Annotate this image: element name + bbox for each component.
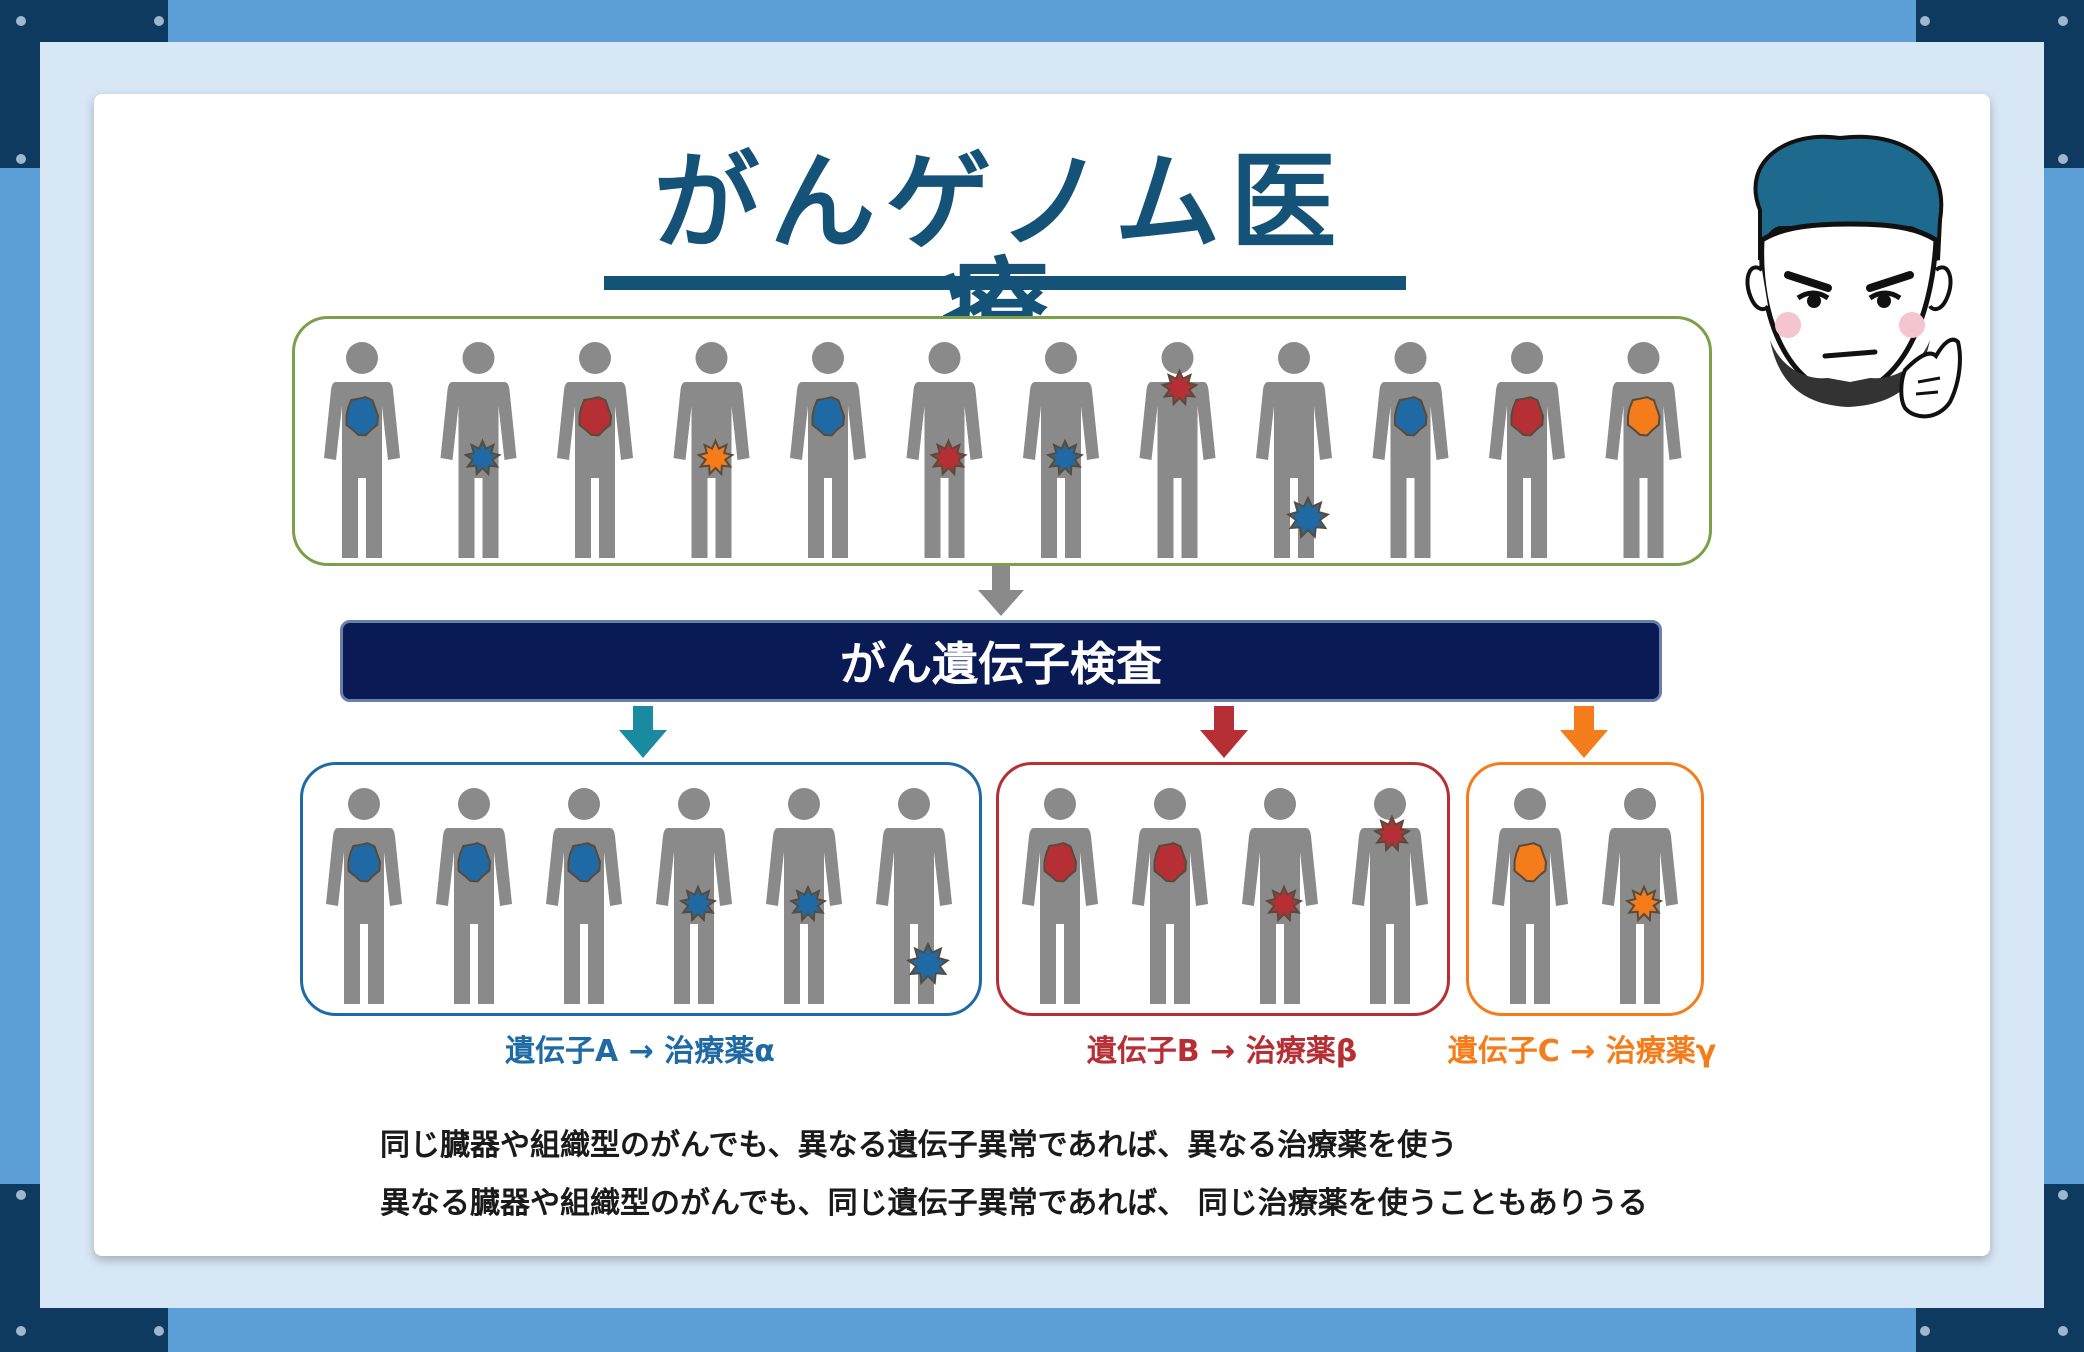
doctor-character-icon bbox=[1745, 134, 1962, 419]
person-figure bbox=[1139, 342, 1216, 558]
person-figure bbox=[673, 342, 750, 558]
person-figure bbox=[876, 788, 952, 1004]
frame-band-left bbox=[0, 0, 40, 1352]
person-figure bbox=[1256, 342, 1332, 558]
tumor-mark bbox=[929, 438, 968, 477]
rivet bbox=[16, 154, 26, 164]
person-figure bbox=[436, 788, 512, 1004]
tumor-mark bbox=[578, 396, 613, 437]
tumor-mark bbox=[1510, 396, 1545, 437]
rivet bbox=[154, 1326, 164, 1336]
person-figure bbox=[1492, 788, 1568, 1004]
group-c-people bbox=[1492, 788, 1678, 1004]
tumor-mark bbox=[1513, 842, 1548, 883]
tumor-mark bbox=[811, 396, 846, 437]
frame-band-top bbox=[0, 0, 2084, 44]
person-figure bbox=[1602, 788, 1678, 1004]
person-figure bbox=[766, 788, 842, 1004]
frame-band-bottom bbox=[0, 1308, 2084, 1352]
gene-test-banner: がん遺伝子検査 bbox=[340, 620, 1662, 702]
rivet bbox=[16, 1326, 26, 1336]
tumor-mark bbox=[1043, 842, 1078, 883]
tumor-mark bbox=[347, 842, 382, 883]
note-line-2: 異なる臓器や組織型のがんでも、同じ遺伝子異常であれば、 同じ治療薬を使うこともあ… bbox=[380, 1186, 1648, 1221]
person-figure bbox=[1023, 342, 1099, 558]
person-figure bbox=[1022, 788, 1098, 1004]
person-figure bbox=[1352, 788, 1428, 1004]
tumor-mark bbox=[463, 438, 502, 477]
tumor-mark bbox=[1264, 884, 1304, 923]
tumor-mark bbox=[1372, 814, 1412, 853]
down-arrow-icon bbox=[978, 566, 1024, 616]
person-figure bbox=[1605, 342, 1682, 558]
rivet bbox=[1920, 1326, 1930, 1336]
down-arrow-orange-icon bbox=[1560, 706, 1608, 758]
rivet bbox=[1920, 16, 1930, 26]
person-figure bbox=[906, 342, 983, 558]
rivet bbox=[2058, 154, 2068, 164]
rivet bbox=[2058, 1326, 2068, 1336]
person-figure bbox=[557, 342, 633, 558]
tumor-mark bbox=[678, 884, 718, 923]
rivet bbox=[16, 1190, 26, 1200]
tumor-mark bbox=[567, 842, 602, 883]
rivet bbox=[16, 16, 26, 26]
population-people bbox=[324, 342, 1682, 558]
group-a-label: 遺伝子A → 治療薬α bbox=[505, 1034, 775, 1069]
tumor-mark bbox=[696, 438, 735, 477]
tumor-mark bbox=[1285, 495, 1331, 540]
person-figure bbox=[326, 788, 402, 1004]
population-box bbox=[292, 316, 1712, 566]
rivet bbox=[2058, 1190, 2068, 1200]
title-underline bbox=[604, 276, 1406, 290]
person-figure bbox=[440, 342, 517, 558]
rivet bbox=[154, 16, 164, 26]
tumor-mark bbox=[1153, 842, 1188, 883]
tumor-mark bbox=[1394, 396, 1428, 437]
down-arrow-red-icon bbox=[1200, 706, 1248, 758]
person-figure bbox=[1372, 342, 1449, 558]
frame-band-right bbox=[2044, 0, 2084, 1352]
note-line-1: 同じ臓器や組織型のがんでも、異なる遺伝子異常であれば、異なる治療薬を使う bbox=[380, 1128, 1458, 1163]
tumor-mark bbox=[345, 396, 380, 437]
down-arrow-blue-icon bbox=[619, 706, 667, 758]
group-b-people bbox=[1022, 788, 1428, 1004]
tumor-mark bbox=[788, 884, 828, 923]
rivet bbox=[2058, 16, 2068, 26]
person-figure bbox=[790, 342, 866, 558]
person-figure bbox=[1132, 788, 1208, 1004]
tumor-mark bbox=[1627, 396, 1661, 437]
person-figure bbox=[324, 342, 400, 558]
group-b-label: 遺伝子B → 治療薬β bbox=[1086, 1034, 1358, 1069]
person-figure bbox=[1489, 342, 1565, 558]
tumor-mark bbox=[1624, 884, 1664, 923]
tumor-mark bbox=[1045, 438, 1085, 477]
person-figure bbox=[656, 788, 732, 1004]
tumor-mark bbox=[1160, 368, 1199, 407]
group-c-label: 遺伝子C → 治療薬γ bbox=[1447, 1034, 1717, 1069]
person-figure bbox=[546, 788, 622, 1004]
tumor-mark bbox=[905, 941, 951, 986]
person-figure bbox=[1242, 788, 1318, 1004]
tumor-mark bbox=[457, 842, 492, 883]
group-a-box bbox=[300, 762, 982, 1016]
group-a-people bbox=[326, 788, 952, 1004]
